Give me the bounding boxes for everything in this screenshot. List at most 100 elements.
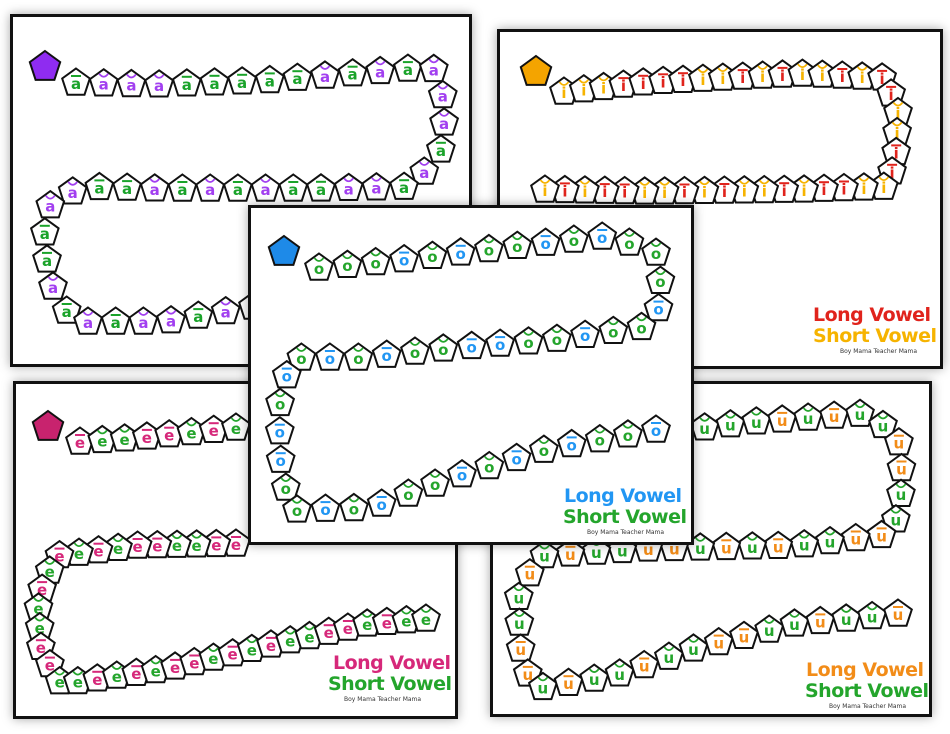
long-vowel-letter: e	[45, 657, 55, 675]
board-space: a	[250, 173, 281, 202]
short-vowel-letter: a	[68, 184, 78, 202]
long-vowel-letter: a	[265, 72, 275, 90]
short-vowel-letter: o	[484, 459, 494, 477]
short-vowel-letter: a	[221, 304, 231, 322]
short-vowel-letter: a	[438, 88, 448, 106]
long-vowel-letter: a	[288, 181, 298, 199]
board-space: o	[456, 330, 487, 360]
board-space: u	[763, 530, 794, 559]
short-vowel-letter: u	[855, 406, 866, 424]
short-vowel-letter: o	[636, 319, 646, 337]
board-space: a	[254, 64, 285, 94]
breve-mark	[208, 647, 219, 652]
short-vowel-letter: e	[304, 628, 314, 646]
board-space: u	[886, 478, 916, 507]
breve-mark	[608, 320, 619, 326]
short-vowel-letter: a	[126, 76, 136, 94]
board-space: a	[427, 79, 458, 109]
long-vowel-letter: u	[563, 675, 574, 693]
long-vowel-letter: o	[456, 245, 466, 263]
long-vowel-letter: e	[92, 671, 102, 689]
board-space: i	[882, 116, 913, 146]
breve-mark	[313, 257, 325, 262]
board-space: a	[210, 295, 241, 325]
breve-mark	[285, 630, 296, 635]
short-vowel-letter: o	[403, 486, 413, 504]
breve-mark	[624, 232, 635, 237]
short-vowel-letter: e	[401, 613, 411, 631]
breve-mark	[798, 534, 810, 539]
board-space: u	[805, 605, 836, 635]
board-space: a	[361, 171, 392, 201]
short-vowel-letter: o	[353, 350, 363, 368]
board-space: u	[553, 667, 584, 696]
long-vowel-letter: o	[399, 252, 409, 270]
board-space: o	[612, 419, 643, 448]
long-vowel-letter: e	[37, 581, 47, 599]
short-vowel-letter: a	[419, 164, 429, 182]
breve-mark	[150, 659, 161, 665]
long-vowel-letter: i	[889, 86, 894, 104]
short-vowel-letter: i	[561, 84, 566, 102]
board-space: o	[556, 428, 587, 458]
board-space: i	[868, 171, 899, 200]
short-vowel-letter: a	[154, 77, 164, 95]
short-vowel-letter: a	[439, 115, 449, 133]
long-vowel-letter: e	[133, 538, 143, 556]
credit-i: Boy Mama Teacher Mama	[840, 348, 918, 355]
board-space: o	[485, 328, 516, 357]
short-vowel-letter: e	[247, 641, 257, 659]
long-vowel-letter: a	[193, 308, 203, 326]
long-vowel-letter: o	[275, 424, 285, 442]
short-vowel-letter: a	[371, 180, 381, 198]
long-vowel-letter: e	[231, 536, 241, 554]
short-vowel-letter: o	[623, 427, 633, 445]
short-vowel-letter: a	[261, 181, 271, 199]
short-vowel-letter: i	[662, 184, 667, 202]
board-space: o	[265, 444, 296, 473]
board-space: u	[754, 614, 785, 643]
board-space: o	[445, 237, 476, 266]
board-space: o	[645, 265, 676, 294]
board-space: u	[831, 603, 862, 632]
long-vowel-letter: e	[152, 538, 162, 556]
board-space: o	[389, 243, 420, 273]
long-vowel-letter: a	[237, 74, 247, 92]
board-space: u	[678, 633, 709, 662]
board-space: a	[392, 53, 423, 82]
short-vowel-letter: e	[74, 545, 84, 563]
long-vowel-letter: a	[40, 225, 50, 243]
breve-mark	[513, 586, 525, 592]
short-vowel-letter: a	[320, 68, 330, 86]
breve-mark	[622, 424, 634, 429]
long-vowel-letter: e	[75, 434, 85, 452]
board-space: a	[195, 173, 226, 202]
short-vowel-letter: u	[789, 616, 800, 634]
long-vowel-letter: o	[597, 229, 607, 247]
board-space: u	[653, 641, 684, 670]
board-space: a	[139, 173, 170, 202]
board-space: u	[629, 649, 660, 679]
board-space: o	[614, 227, 645, 256]
board-space: o	[643, 292, 674, 322]
short-vowel-letter: i	[720, 70, 725, 88]
long-vowel-letter: u	[565, 546, 576, 564]
short-vowel-letter: e	[186, 425, 196, 443]
breve-mark	[428, 58, 440, 64]
long-vowel-letter: o	[320, 501, 330, 519]
breve-mark	[153, 74, 165, 79]
breve-mark	[403, 483, 414, 488]
long-vowel-letter: o	[282, 368, 292, 386]
board-space: a	[88, 67, 119, 97]
short-vowel-letter: u	[513, 589, 524, 607]
breve-mark	[892, 101, 904, 107]
board-space: o	[641, 237, 671, 266]
short-vowel-letter: o	[552, 331, 562, 349]
short-vowel-letter: o	[275, 395, 285, 413]
board-space: u	[737, 531, 768, 560]
short-vowel-letter: u	[695, 540, 706, 558]
board-space: o	[530, 227, 561, 256]
short-vowel-letter: a	[344, 180, 354, 198]
short-vowel-label-o: Short Vowel	[563, 506, 687, 528]
